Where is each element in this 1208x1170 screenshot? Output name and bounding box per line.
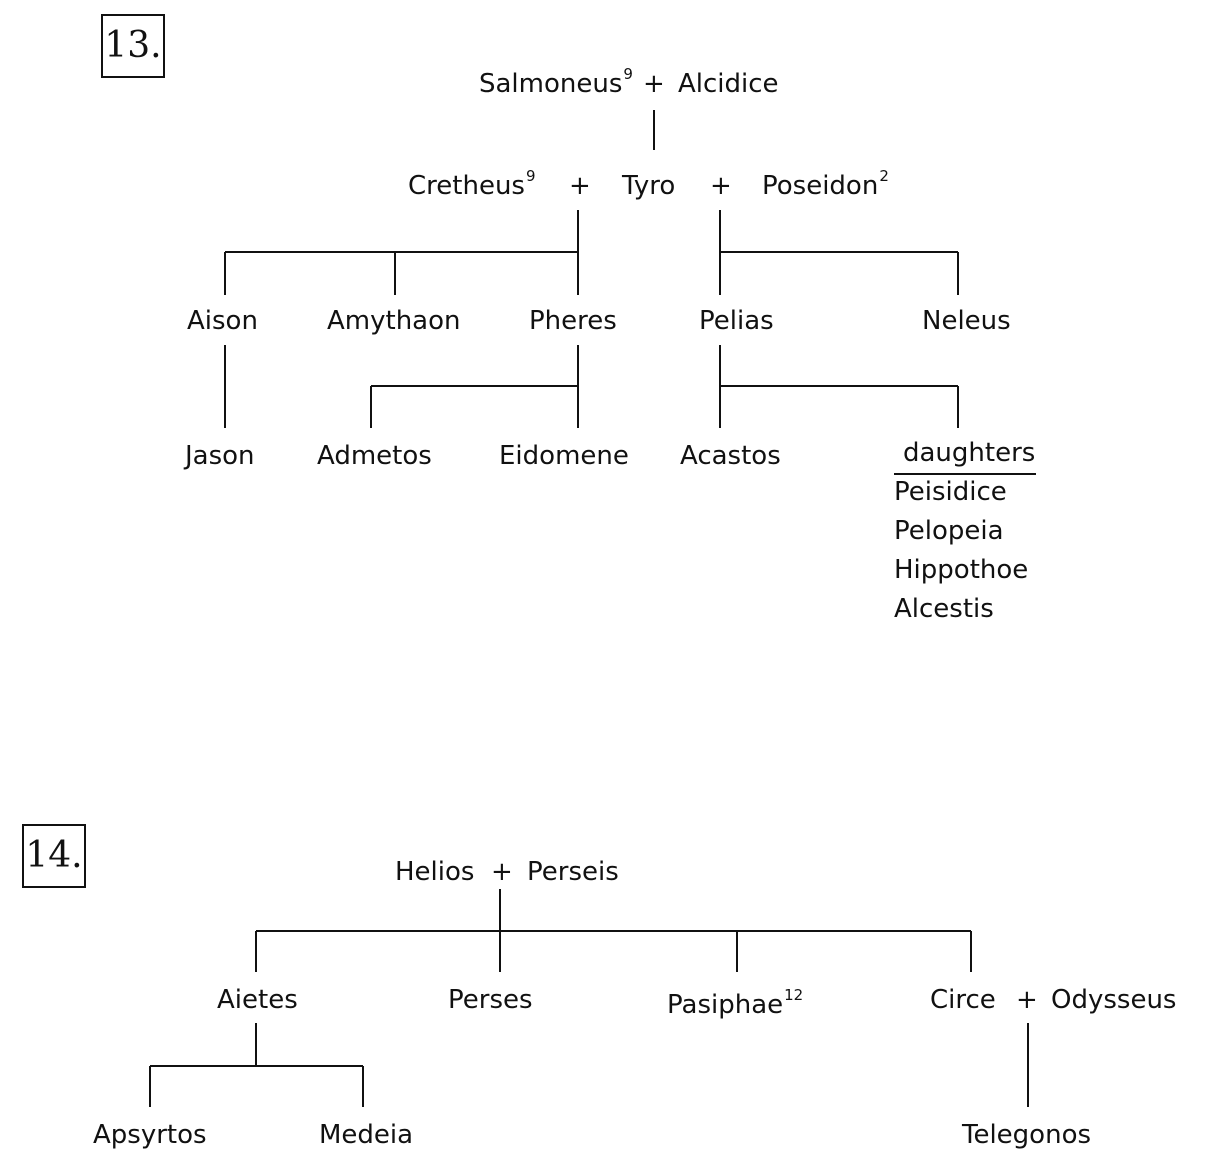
plus-circe-odysseus: + [1016, 985, 1038, 1015]
cretheus-ref: 9 [525, 167, 536, 185]
tyro: Tyro [622, 171, 676, 201]
daughters-heading: daughters [903, 438, 1036, 468]
jason: Jason [185, 441, 255, 471]
aietes: Aietes [217, 985, 298, 1015]
salmoneus: Salmoneus9 [479, 65, 633, 99]
odysseus: Odysseus [1051, 985, 1177, 1015]
daughter-pelopeia: Pelopeia [894, 516, 1004, 546]
perseis: Perseis [527, 857, 619, 887]
plus-helios-perseis: + [491, 857, 513, 887]
plus-tyro-poseidon: + [710, 171, 732, 201]
tree-13-number: 13. [101, 14, 165, 78]
circe: Circe [930, 985, 996, 1015]
poseidon: Poseidon2 [762, 167, 889, 201]
admetos: Admetos [317, 441, 432, 471]
amythaon: Amythaon [327, 306, 461, 336]
poseidon-ref: 2 [879, 167, 889, 185]
acastos: Acastos [680, 441, 781, 471]
telegonos: Telegonos [962, 1120, 1092, 1150]
helios: Helios [395, 857, 475, 887]
plus-salmoneus-alcidice: + [643, 69, 665, 99]
daughter-peisidice: Peisidice [894, 477, 1007, 507]
tree-14-number: 14. [22, 824, 86, 888]
cretheus: Cretheus9 [408, 167, 536, 201]
medeia: Medeia [319, 1120, 414, 1150]
tree-13-number-text: 13. [104, 25, 162, 66]
tree-14-number-text: 14. [25, 835, 83, 876]
salmoneus-ref: 9 [623, 65, 633, 83]
plus-cretheus-tyro: + [569, 171, 591, 201]
pelias: Pelias [699, 306, 774, 336]
neleus: Neleus [922, 306, 1011, 336]
eidomene: Eidomene [499, 441, 629, 471]
apsyrtos: Apsyrtos [93, 1120, 207, 1150]
perses: Perses [448, 985, 533, 1015]
pheres: Pheres [529, 306, 617, 336]
daughter-alcestis: Alcestis [894, 594, 994, 624]
daughter-hippothoe: Hippothoe [894, 555, 1029, 585]
pasiphae-ref: 12 [784, 986, 804, 1004]
alcidice: Alcidice [678, 69, 779, 99]
pasiphae: Pasiphae12 [667, 986, 804, 1020]
aison: Aison [187, 306, 258, 336]
